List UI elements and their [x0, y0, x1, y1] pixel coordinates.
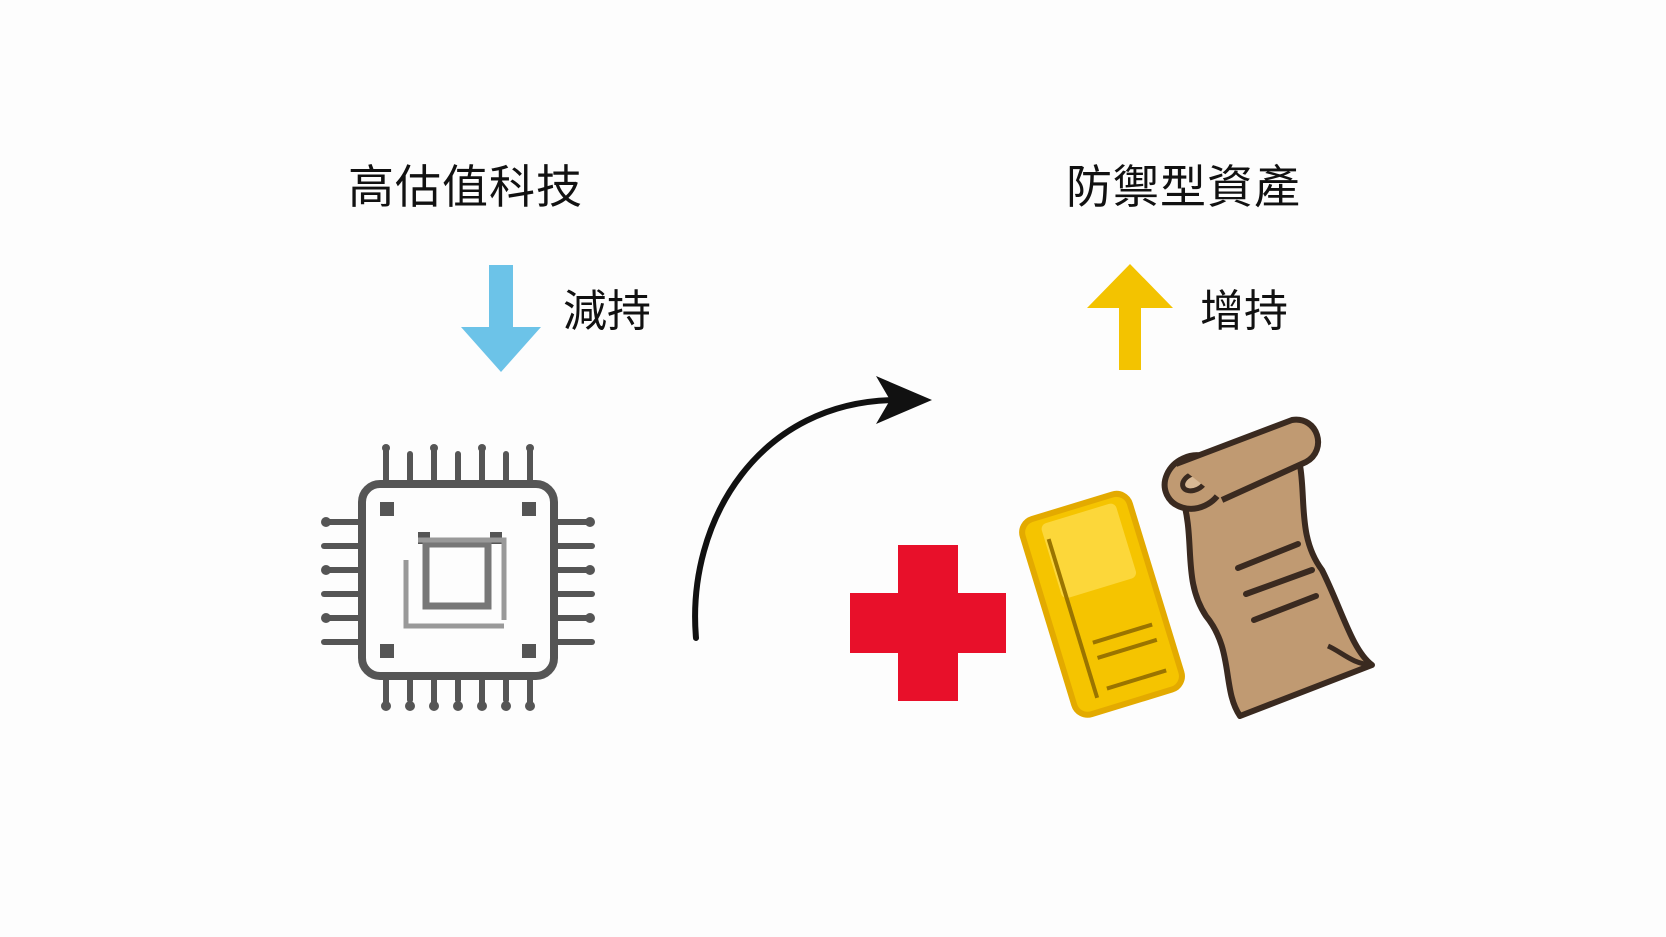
- microchip-icon: [321, 444, 595, 711]
- tech-title: 高估值科技: [348, 160, 583, 214]
- gold-bar-icon: [1019, 490, 1185, 718]
- curved-arrow-icon: [692, 376, 932, 641]
- red-cross-icon: [850, 545, 1006, 701]
- down-arrow-icon: [461, 265, 541, 372]
- defensive-title: 防禦型資產: [1066, 160, 1301, 214]
- scroll-icon: [1161, 416, 1375, 719]
- increase-label: 增持: [1200, 286, 1288, 337]
- up-arrow-icon: [1087, 264, 1173, 370]
- reduce-label: 減持: [563, 286, 651, 337]
